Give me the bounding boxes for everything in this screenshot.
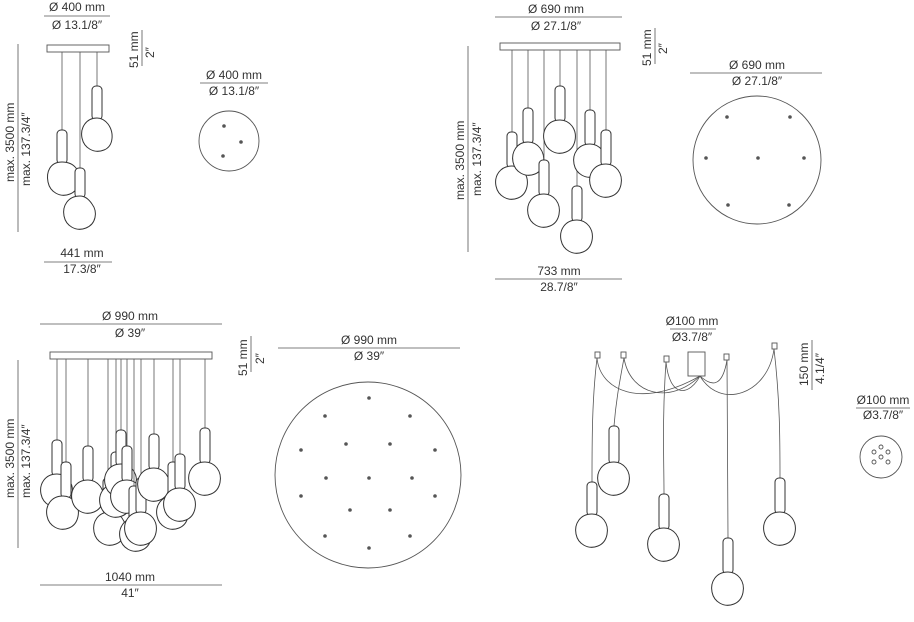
dimension-mm-label: 51 mm <box>640 29 654 66</box>
canopy-diameter-dimension: Ø 400 mm Ø 13.1/8″ <box>44 0 110 32</box>
dimension-inch-label: Ø3.7/8″ <box>672 330 713 344</box>
pendant-group <box>40 359 221 552</box>
dimension-inch-label: max. 137.3/4″ <box>19 424 33 498</box>
dimension-inch-label: Ø3.7/8″ <box>863 408 904 422</box>
canopy-diameter-dimension: Ø 990 mm Ø 39″ <box>40 309 222 340</box>
dimension-inch-label: 2″ <box>143 46 157 58</box>
dimension-mm-label: max. 3500 mm <box>453 121 467 200</box>
canopy-height-dimension: 51 mm 2″ <box>127 30 157 68</box>
ceiling-hooks <box>594 342 778 363</box>
layout-fifteen-pendant: Ø 990 mm Ø 39″ 51 mm 2″ max. 3500 mm max… <box>3 309 462 600</box>
canopy-height-dimension: 51 mm 2″ <box>640 28 670 66</box>
canopy-height-dimension: 150 mm 4.1/4″ <box>797 340 827 390</box>
dimension-mm-label: Ø 690 mm <box>528 2 584 16</box>
dimension-inch-label: 2″ <box>656 42 670 54</box>
dimension-mm-label: Ø100 mm <box>666 314 719 328</box>
dimension-inch-label: 28.7/8″ <box>540 280 578 294</box>
dimension-inch-label: max. 137.3/4″ <box>19 112 33 186</box>
canopy <box>687 351 706 377</box>
canopy-plan-view: Ø100 mm Ø3.7/8″ <box>856 393 910 479</box>
dimension-mm-label: 733 mm <box>537 264 580 278</box>
dimension-inch-label: Ø 39″ <box>115 326 146 340</box>
dimension-inch-label: Ø 27.1/8″ <box>732 74 783 88</box>
pendant-group <box>575 425 796 606</box>
dimension-inch-label: 2″ <box>253 352 267 364</box>
dimension-inch-label: 4.1/4″ <box>813 352 827 384</box>
cables <box>591 348 781 539</box>
drop-height-dimension: max. 3500 mm max. 137.3/4″ <box>3 360 33 548</box>
width-dimension: 441 mm 17.3/8″ <box>44 246 112 276</box>
dimension-inch-label: 41″ <box>121 586 139 600</box>
canopy <box>49 351 213 360</box>
canopy-diameter-dimension: Ø 690 mm Ø 27.1/8″ <box>495 2 622 33</box>
canopy <box>46 44 110 53</box>
dimension-inch-label: Ø 13.1/8″ <box>209 84 260 98</box>
layout-three-pendant: Ø 400 mm Ø 13.1/8″ 51 mm 2″ max. 3500 mm… <box>3 0 268 276</box>
dimension-mm-label: Ø100 mm <box>857 393 910 407</box>
canopy-plan-view: Ø 990 mm Ø 39″ <box>274 333 462 569</box>
canopy <box>499 42 621 51</box>
dimension-inch-label: Ø 39″ <box>354 349 385 363</box>
dimension-mm-label: 51 mm <box>236 339 250 376</box>
width-dimension: 733 mm 28.7/8″ <box>495 264 622 294</box>
dimension-mm-label: Ø 690 mm <box>729 58 785 72</box>
canopy-plan-view: Ø 690 mm Ø 27.1/8″ <box>690 58 822 225</box>
dimension-inch-label: max. 137.3/4″ <box>470 122 484 196</box>
layout-seven-pendant: Ø 690 mm Ø 27.1/8″ 51 mm 2″ max. 3500 mm… <box>453 2 822 294</box>
dimension-mm-label: Ø 400 mm <box>49 0 105 14</box>
dimension-mm-label: 1040 mm <box>105 570 155 584</box>
dimension-inch-label: 17.3/8″ <box>63 262 101 276</box>
pendant-group <box>495 50 622 254</box>
width-dimension: 1040 mm 41″ <box>40 570 222 600</box>
dimension-mm-label: Ø 400 mm <box>206 68 262 82</box>
dimension-mm-label: 150 mm <box>797 343 811 386</box>
canopy-diameter-dimension: Ø100 mm Ø3.7/8″ <box>666 314 719 344</box>
dimension-mm-label: 51 mm <box>127 31 141 68</box>
dimension-inch-label: Ø 13.1/8″ <box>52 18 103 32</box>
dimension-mm-label: 441 mm <box>60 246 103 260</box>
drop-height-dimension: max. 3500 mm max. 137.3/4″ <box>453 46 484 252</box>
dimension-inch-label: Ø 27.1/8″ <box>531 19 582 33</box>
dimension-mm-label: Ø 990 mm <box>102 309 158 323</box>
layout-spider-pendant: Ø100 mm Ø3.7/8″ 150 mm 4.1/4″ <box>575 314 910 606</box>
dimension-mm-label: Ø 990 mm <box>341 333 397 347</box>
drop-height-dimension: max. 3500 mm max. 137.3/4″ <box>3 44 33 232</box>
dimension-mm-label: max. 3500 mm <box>3 419 17 498</box>
dimension-mm-label: max. 3500 mm <box>3 103 17 182</box>
canopy-height-dimension: 51 mm 2″ <box>236 336 267 376</box>
pendant-group <box>47 52 113 230</box>
canopy-plan-view: Ø 400 mm Ø 13.1/8″ <box>198 68 268 172</box>
